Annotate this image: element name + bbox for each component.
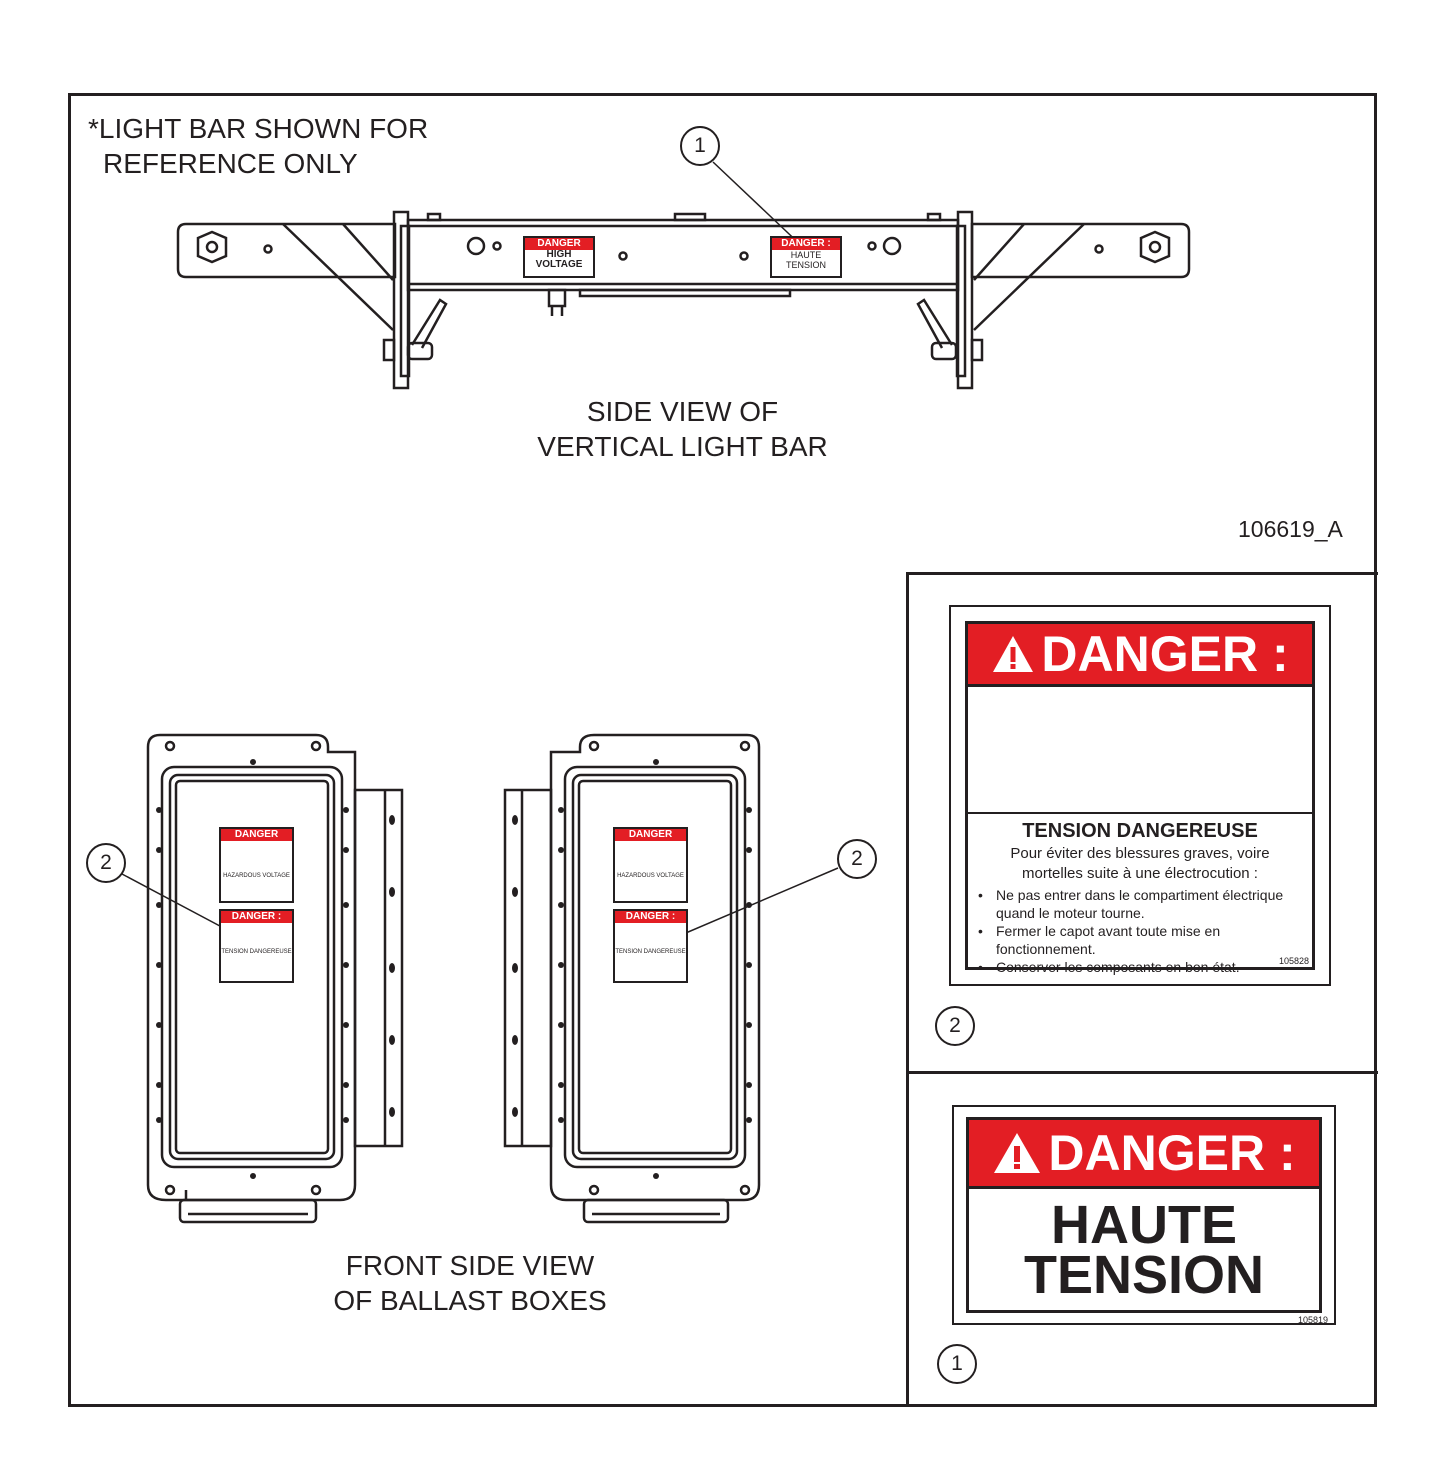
decal-header-text: DANGER : <box>1041 626 1289 682</box>
callout-2-detail: 2 <box>935 1006 975 1046</box>
box-right-decal-hazardous-voltage: DANGER HAZARDOUS VOLTAGE <box>613 827 688 903</box>
mini-decal-header: DANGER <box>525 238 593 250</box>
mini-decal-header: DANGER : <box>615 911 686 923</box>
warning-triangle-icon <box>991 634 1035 674</box>
ballast-box-left-rivets <box>156 759 395 1179</box>
reference-note-line1: *LIGHT BAR SHOWN FOR <box>88 113 429 144</box>
left-arm <box>176 222 397 279</box>
decal-bullet: Ne pas entrer dans le compartiment élect… <box>974 886 1308 922</box>
detail-panel-decal-1 <box>906 1071 1378 1407</box>
decal-bullet-list: Ne pas entrer dans le compartiment élect… <box>974 886 1308 976</box>
light-bar-decal-haute-tension: DANGER : HAUTE TENSION <box>770 236 842 278</box>
decal-header: DANGER : <box>969 1120 1319 1189</box>
ballast-box-left <box>146 733 404 1224</box>
decal-intro: Pour éviter des blessures graves, voire … <box>968 844 1312 884</box>
mini-decal-line1: HAUTE <box>790 250 822 260</box>
decal-haute-tension-text: HAUTE TENSION <box>969 1195 1319 1305</box>
callout-2-box-left: 2 <box>86 843 126 883</box>
decal-intro-line2: mortelles suite à une électrocution : <box>1022 865 1258 882</box>
left-hex-nut-icon <box>196 230 228 264</box>
reference-note: *LIGHT BAR SHOWN FOR REFERENCE ONLY <box>88 111 428 181</box>
drawing-frame <box>68 93 1377 1407</box>
decal-part-number: 105819 <box>1297 1315 1328 1325</box>
box-left-decal-tension-dangereuse: DANGER : TENSION DANGEREUSE <box>219 909 294 983</box>
decal-header: DANGER : <box>968 624 1312 687</box>
decal-bullet: Conserver les composants en bon état. <box>974 958 1308 976</box>
front-view-caption-line2: OF BALLAST BOXES <box>333 1285 607 1316</box>
decal-header-text: DANGER : <box>1048 1125 1296 1181</box>
decal-tension-dangereuse: DANGER : TENSION DANGEREUSE Pour éviter … <box>949 605 1331 986</box>
mini-decal-line1: HIGH <box>546 249 572 260</box>
callout-2-box-right: 2 <box>837 839 877 879</box>
decal-part-number: 105828 <box>1278 956 1309 966</box>
side-view-caption: SIDE VIEW OF VERTICAL LIGHT BAR <box>500 394 865 464</box>
decal-bullet: Fermer le capot avant toute mise en fonc… <box>974 922 1308 958</box>
mini-decal-title: HAZARDOUS VOLTAGE <box>223 873 290 879</box>
side-view-caption-line1: SIDE VIEW OF <box>586 396 779 427</box>
decal-title: TENSION DANGEREUSE <box>1022 820 1258 842</box>
warning-triangle-icon <box>992 1131 1042 1175</box>
callout-1-light-bar: 1 <box>680 126 720 166</box>
decal-line1: HAUTE <box>1051 1195 1237 1255</box>
ballast-box-right-rivets <box>512 759 752 1179</box>
decal-intro-line1: Pour éviter des blessures graves, voire <box>1010 845 1270 862</box>
mini-decal-line2: VOLTAGE <box>535 259 583 270</box>
box-right-decal-tension-dangereuse: DANGER : TENSION DANGEREUSE <box>613 909 688 983</box>
drawing-number: 106619_A <box>1238 516 1343 542</box>
mini-decal-title: TENSION DANGEREUSE <box>221 949 292 955</box>
decal-divider <box>968 812 1312 814</box>
decal-haute-tension: DANGER : HAUTE TENSION 105819 <box>952 1105 1336 1325</box>
light-bar-decal-high-voltage: DANGER HIGH VOLTAGE <box>523 236 595 278</box>
front-view-caption: FRONT SIDE VIEW OF BALLAST BOXES <box>290 1248 650 1318</box>
side-view-caption-line2: VERTICAL LIGHT BAR <box>537 431 828 462</box>
mini-decal-header: DANGER : <box>772 238 840 250</box>
reference-note-line2: REFERENCE ONLY <box>103 148 358 179</box>
mini-decal-title: HAZARDOUS VOLTAGE <box>617 873 684 879</box>
center-tube <box>406 218 960 292</box>
box-left-decal-hazardous-voltage: DANGER HAZARDOUS VOLTAGE <box>219 827 294 903</box>
mini-decal-header: DANGER <box>615 829 686 841</box>
right-hex-nut-icon <box>1139 230 1171 264</box>
mini-decal-line2: TENSION <box>785 260 826 270</box>
front-view-caption-line1: FRONT SIDE VIEW <box>345 1250 595 1281</box>
right-arm <box>970 222 1191 279</box>
callout-1-detail: 1 <box>937 1344 977 1384</box>
detail-panel-decal-2 <box>906 572 1378 1074</box>
mini-decal-header: DANGER <box>221 829 292 841</box>
mini-decal-title: TENSION DANGEREUSE <box>615 949 686 955</box>
ballast-box-right <box>503 733 761 1224</box>
decal-line2: TENSION <box>1023 1245 1265 1305</box>
mini-decal-header: DANGER : <box>221 911 292 923</box>
